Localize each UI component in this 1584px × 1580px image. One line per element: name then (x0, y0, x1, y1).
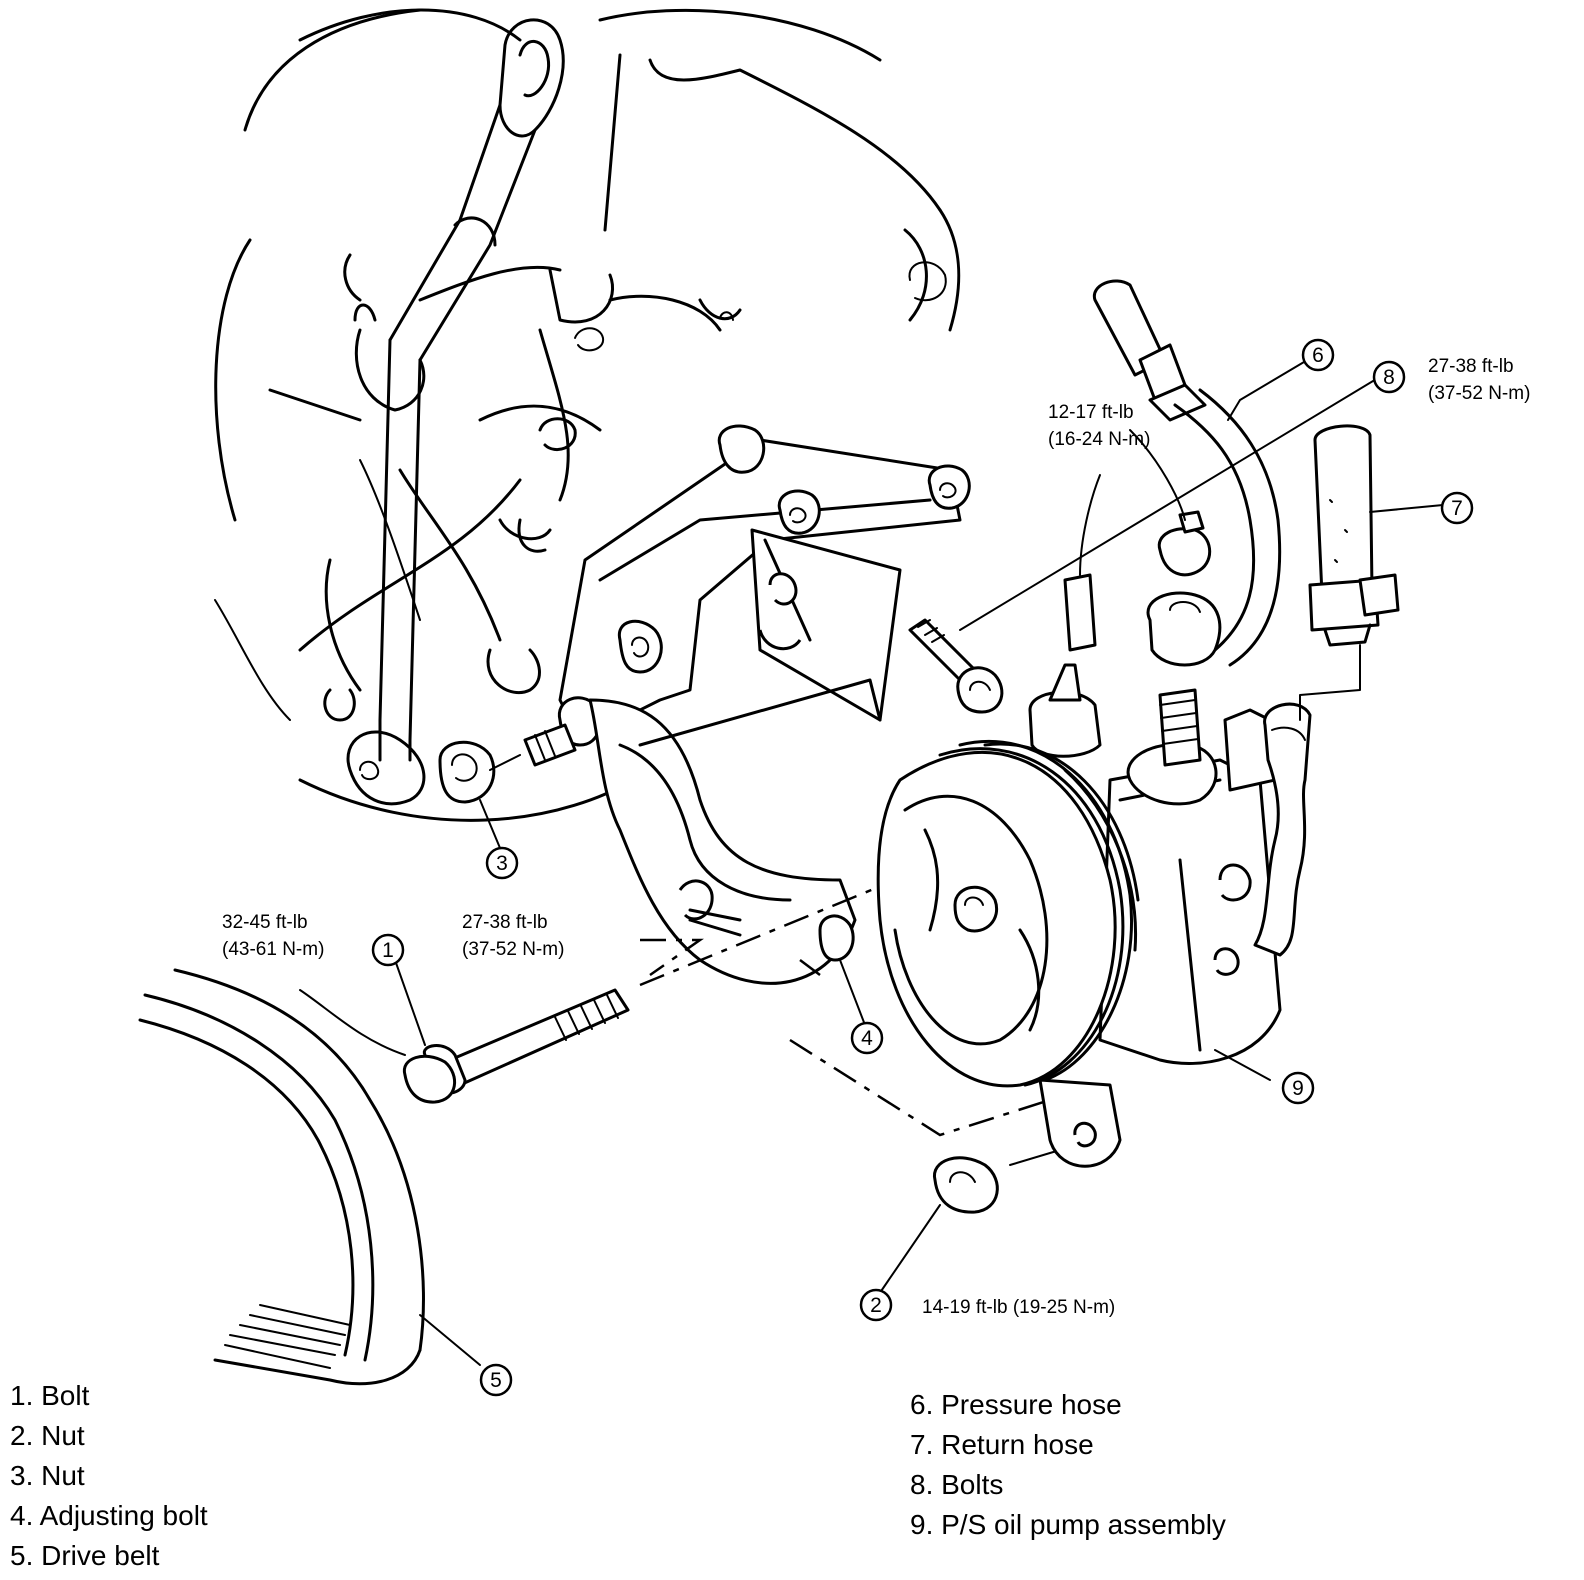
svg-text:27-38 ft-lb: 27-38 ft-lb (462, 912, 548, 933)
svg-text:(43-61 N-m): (43-61 N-m) (222, 939, 324, 960)
legend-right: 6. Pressure hose 7. Return hose 8. Bolts… (910, 1389, 1226, 1540)
legend-item: 1. Bolt (10, 1380, 90, 1411)
svg-text:2: 2 (870, 1294, 882, 1317)
svg-text:(16-24 N-m): (16-24 N-m) (1048, 429, 1150, 450)
svg-text:4: 4 (861, 1027, 873, 1050)
callout-1: 1 (371, 933, 405, 967)
legend-item: 8. Bolts (910, 1469, 1003, 1500)
engine-block-outline (214, 8, 961, 822)
callout-9: 9 (1281, 1071, 1315, 1105)
svg-text:9: 9 (1292, 1077, 1304, 1100)
legend-item: 9. P/S oil pump assembly (910, 1509, 1226, 1540)
legend-item: 3. Nut (10, 1460, 85, 1491)
callout-3: 3 (485, 846, 519, 880)
nut-3 (438, 740, 521, 804)
bolt-1 (402, 988, 630, 1104)
nut-2 (933, 1156, 999, 1214)
legend-left: 1. Bolt 2. Nut 3. Nut 4. Adjusting bolt … (10, 1380, 208, 1571)
torque-label-fitting: 12-17 ft-lb (16-24 N-m) (1048, 402, 1150, 450)
svg-text:8: 8 (1383, 366, 1395, 389)
svg-text:3: 3 (496, 852, 508, 875)
svg-text:5: 5 (490, 1369, 502, 1392)
callout-2: 2 (859, 1288, 893, 1322)
svg-text:(37-52 N-m): (37-52 N-m) (462, 939, 564, 960)
svg-text:6: 6 (1312, 344, 1324, 367)
callout-7: 7 (1440, 491, 1474, 525)
torque-label-nut-2: 14-19 ft-lb (19-25 N-m) (922, 1297, 1115, 1318)
drive-belt-5 (138, 968, 425, 1386)
return-hose-7 (1299, 424, 1400, 721)
assembly-lines (639, 868, 1061, 1166)
torque-label-bracket: 27-38 ft-lb (37-52 N-m) (462, 912, 564, 960)
callout-8: 8 (1372, 360, 1406, 394)
svg-text:27-38 ft-lb: 27-38 ft-lb (1428, 356, 1514, 377)
svg-text:12-17 ft-lb: 12-17 ft-lb (1048, 402, 1134, 423)
pump-bracket (557, 424, 971, 985)
legend-item: 4. Adjusting bolt (10, 1500, 208, 1531)
svg-text:32-45 ft-lb: 32-45 ft-lb (222, 912, 308, 933)
callout-4: 4 (850, 1021, 884, 1055)
svg-text:1: 1 (382, 939, 394, 962)
legend-item: 2. Nut (10, 1420, 85, 1451)
svg-text:7: 7 (1451, 497, 1463, 520)
pump-assembly-9 (876, 663, 1312, 1168)
svg-text:(37-52 N-m): (37-52 N-m) (1428, 383, 1530, 404)
bolts-8 (523, 618, 1004, 767)
callout-5: 5 (479, 1363, 513, 1397)
legend-item: 6. Pressure hose (910, 1389, 1122, 1420)
dipstick-tube (343, 18, 565, 806)
svg-text:14-19 ft-lb (19-25 N-m): 14-19 ft-lb (19-25 N-m) (922, 1297, 1115, 1318)
torque-label-bolts-8: 27-38 ft-lb (37-52 N-m) (1428, 356, 1530, 404)
pressure-hose-6 (1063, 279, 1282, 667)
torque-label-bolt-1: 32-45 ft-lb (43-61 N-m) (222, 912, 324, 960)
legend-item: 5. Drive belt (10, 1540, 160, 1571)
legend-item: 7. Return hose (910, 1429, 1094, 1460)
callout-6: 6 (1301, 338, 1335, 372)
leader-lines (299, 361, 1444, 1366)
